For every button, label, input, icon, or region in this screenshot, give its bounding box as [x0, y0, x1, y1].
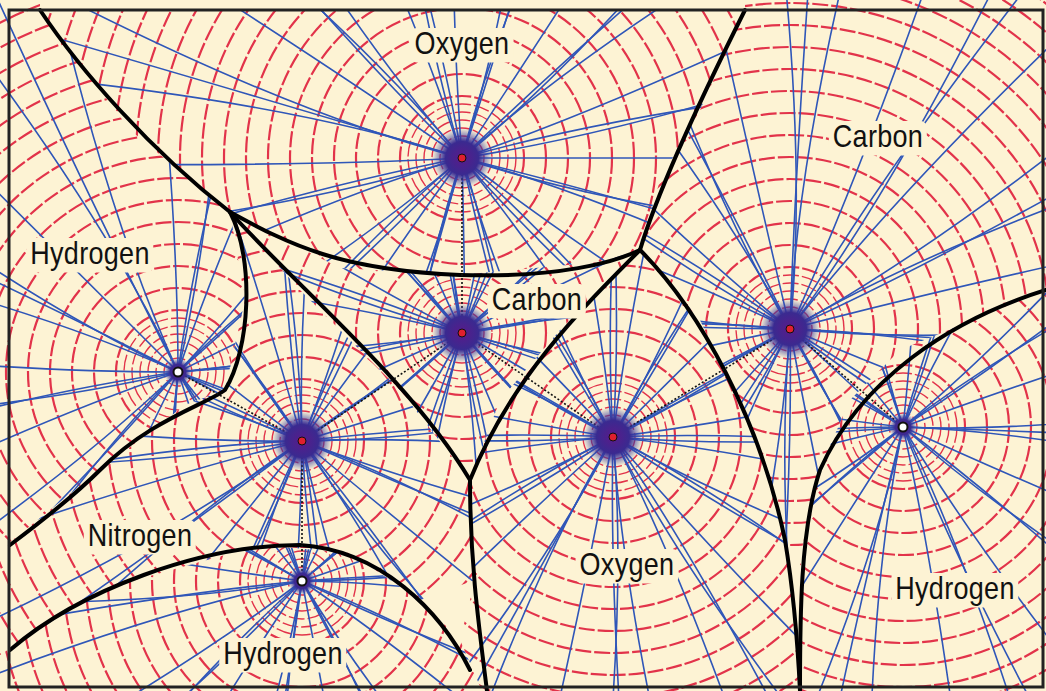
zero-flux-surface [40, 10, 230, 212]
nucleus [583, 407, 643, 467]
atomic-basin [0, 0, 875, 691]
nucleus [288, 567, 316, 595]
nucleus [272, 411, 332, 471]
atomic-basin [0, 0, 1002, 691]
atom-label: Hydrogen [26, 238, 153, 272]
zero-flux-surface [230, 212, 640, 275]
nucleus [432, 128, 492, 188]
atom-label: Hydrogen [219, 638, 346, 672]
zero-flux-surface [10, 212, 246, 545]
nucleus [889, 413, 917, 441]
nucleus [432, 303, 492, 363]
atom-label: Oxygen [576, 549, 679, 583]
bond-path [613, 329, 790, 437]
atomic-basin [204, 0, 1046, 691]
nucleus [760, 299, 820, 359]
atom-label: Nitrogen [84, 520, 196, 554]
zero-flux-surface [470, 250, 640, 691]
atom-label: Oxygen [411, 28, 514, 62]
atom-label: Hydrogen [891, 573, 1018, 607]
zero-flux-surface [640, 10, 745, 250]
zero-flux-surface [800, 290, 1046, 691]
atom-label: Carbon [488, 284, 586, 318]
atomic-basin [0, 0, 1002, 691]
atom-label: Carbon [829, 121, 927, 155]
zero-flux-surface [230, 212, 470, 480]
nucleus [164, 358, 192, 386]
atomic-basin [92, 0, 1046, 691]
